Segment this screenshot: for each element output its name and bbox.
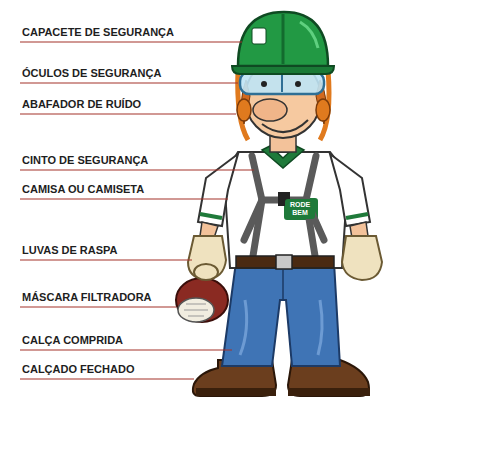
leader-line (20, 169, 254, 170)
leader-line (20, 198, 228, 199)
part-label: MÁSCARA FILTRADORA (22, 291, 152, 304)
leader-line (20, 82, 238, 83)
trousers (222, 262, 340, 366)
boots (193, 360, 370, 396)
part-label: ABAFADOR DE RUÍDO (22, 98, 141, 111)
goggles (240, 72, 324, 94)
leader-line (20, 113, 236, 114)
part-label: CAPACETE DE SEGURANÇA (22, 26, 174, 39)
part-label: CALÇA COMPRIDA (22, 334, 123, 347)
shirt-badge-text: RODE BEM (285, 199, 315, 219)
gloves (188, 236, 382, 280)
part-label: CINTO DE SEGURANÇA (22, 154, 148, 167)
part-label: CALÇADO FECHADO (22, 363, 134, 376)
leader-line (20, 349, 232, 350)
helmet (232, 12, 334, 74)
leader-line (20, 378, 194, 379)
part-label: CAMISA OU CAMISETA (22, 183, 144, 196)
filter-mask (176, 264, 228, 322)
part-label: LUVAS DE RASPA (22, 244, 118, 257)
leader-line (20, 259, 192, 260)
leader-line (20, 306, 176, 307)
part-label: ÓCULOS DE SEGURANÇA (22, 67, 161, 80)
harness (244, 156, 324, 262)
leader-line (20, 41, 242, 42)
